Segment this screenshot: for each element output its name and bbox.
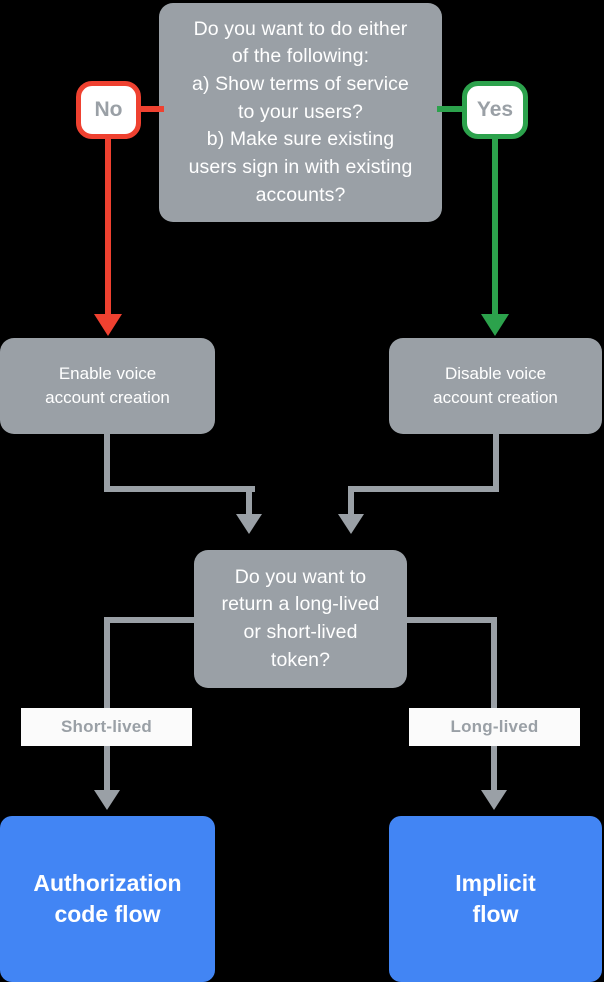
arrowhead-short-lived-to-auth-code-flow xyxy=(94,790,120,810)
arrowhead-no-to-enable xyxy=(94,314,122,336)
action-node-disable-voice-account-creation: Disable voice account creation xyxy=(389,338,602,434)
edge-enable-down2 xyxy=(246,486,252,516)
edge-enable-down xyxy=(104,434,110,492)
edge-question-to-no xyxy=(140,106,164,112)
edge-yes-vertical xyxy=(492,134,498,316)
arrowhead-yes-to-disable xyxy=(481,314,509,336)
terminal-node-authorization-code-flow: Authorization code flow xyxy=(0,816,215,982)
arrowhead-disable-to-token-question xyxy=(338,514,364,534)
edge-disable-down2 xyxy=(348,486,354,516)
edge-disable-horizontal xyxy=(348,486,499,492)
edge-disable-down xyxy=(493,434,499,492)
edge-question-to-yes xyxy=(437,106,464,112)
arrowhead-long-lived-to-implicit-flow xyxy=(481,790,507,810)
edge-enable-horizontal xyxy=(104,486,255,492)
edge-short-lived-vertical xyxy=(104,617,110,794)
edge-label-short-lived: Short-lived xyxy=(21,708,192,746)
edge-label-long-lived: Long-lived xyxy=(409,708,580,746)
decision-node-token-lifetime: Do you want to return a long-lived or sh… xyxy=(194,550,407,688)
decision-node-terms-of-service: Do you want to do either of the followin… xyxy=(159,3,442,222)
terminal-node-implicit-flow: Implicit flow xyxy=(389,816,602,982)
badge-yes: Yes xyxy=(462,81,528,139)
badge-no: No xyxy=(76,81,141,139)
edge-token-right-horizontal xyxy=(401,617,497,623)
action-node-enable-voice-account-creation: Enable voice account creation xyxy=(0,338,215,434)
edge-long-lived-vertical xyxy=(491,617,497,794)
edge-no-vertical xyxy=(105,134,111,316)
edge-token-left-horizontal xyxy=(104,617,200,623)
arrowhead-enable-to-token-question xyxy=(236,514,262,534)
